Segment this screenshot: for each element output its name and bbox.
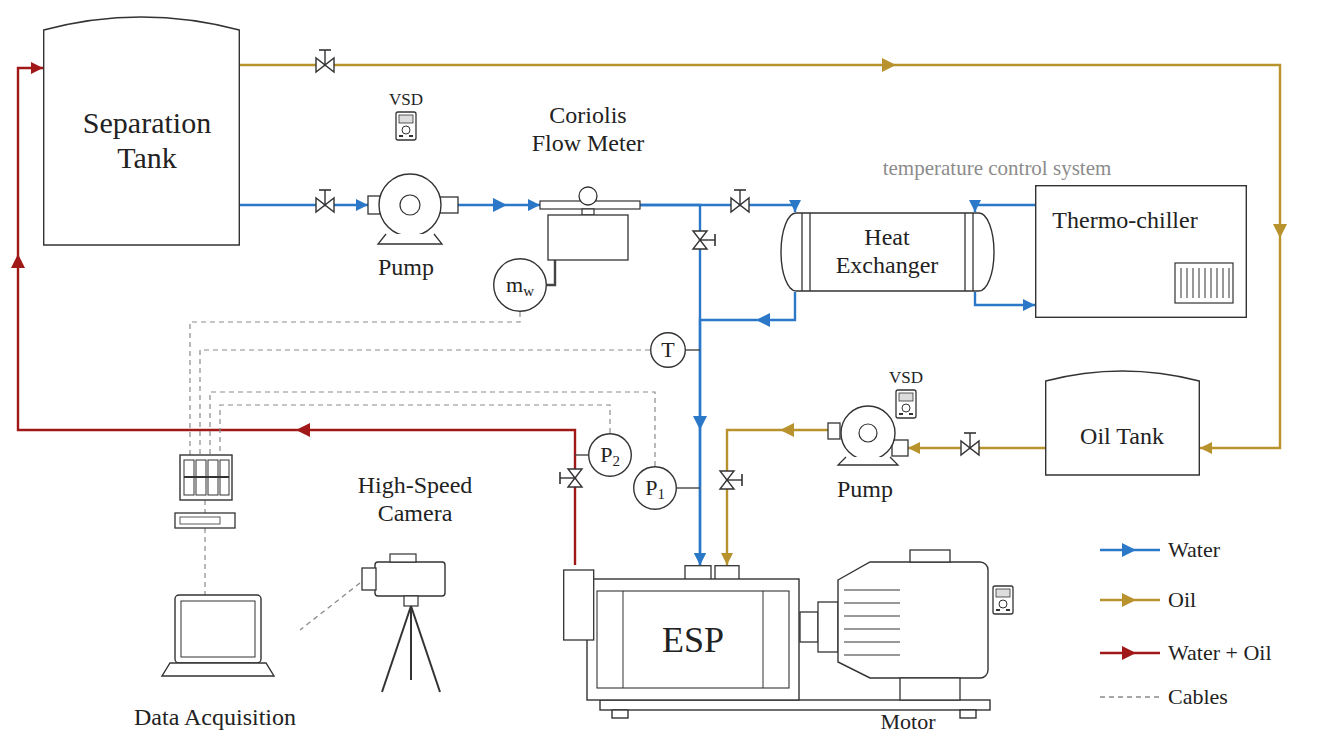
sensor-circle: P1	[633, 466, 677, 510]
node-label: Heat Exchanger	[817, 224, 957, 279]
high-speed-camera: High-Speed Camera	[360, 470, 475, 695]
vsd-icons	[396, 112, 1013, 614]
node-label: Coriolis Flow Meter	[523, 102, 653, 157]
esp-pump: ESP	[563, 565, 800, 700]
legend-samples	[1100, 543, 1160, 697]
oil-tank: Oil Tank	[1045, 365, 1200, 475]
sensor-circle: mw	[493, 258, 547, 312]
pipe-line	[547, 260, 555, 285]
node-label: P1	[636, 475, 674, 500]
cables	[190, 312, 655, 595]
oil-tank-outline	[1045, 365, 1200, 475]
pipe-line	[700, 292, 795, 565]
group-label: temperature control system	[883, 156, 1112, 180]
legend-label: Cables	[1168, 684, 1228, 709]
legend-arrowhead	[1122, 543, 1136, 557]
sensor-stubs	[575, 350, 700, 488]
electric-motor: Motor	[800, 540, 990, 735]
cable-line	[300, 583, 360, 630]
heat-exchanger: Heat Exchanger	[780, 212, 995, 292]
vsd-label: VSD	[389, 90, 423, 110]
pipe-line	[727, 430, 828, 565]
laptop: Data Acquisition	[130, 590, 300, 735]
valves	[316, 50, 979, 489]
pipe-line	[240, 204, 368, 206]
node-label: Oil Tank	[1052, 423, 1192, 451]
sensor-circle: P2	[588, 433, 632, 477]
node-label: mw	[497, 272, 543, 297]
node-label: Motor	[858, 709, 958, 734]
pump: Pump	[368, 160, 458, 285]
pipe-line	[975, 205, 1035, 212]
pump: Pump	[828, 395, 908, 510]
pipe-line	[640, 205, 700, 565]
flow-meter: Coriolis Flow Meter	[540, 100, 640, 260]
node-label: T	[653, 337, 683, 362]
sensor-circle: T	[650, 332, 686, 368]
legend-label: Oil	[1168, 587, 1196, 612]
vsd-label: VSD	[889, 368, 923, 388]
thermo-chiller-outline	[1035, 185, 1247, 318]
separation-tank: Separation Tank	[43, 10, 240, 245]
legend-arrowhead	[1122, 593, 1136, 607]
legend-arrowhead	[1122, 646, 1136, 660]
node-label: Thermo-chiller	[1040, 207, 1210, 235]
legend-label: Water + Oil	[1168, 640, 1272, 665]
node-label: High-Speed Camera	[350, 472, 480, 527]
node-label: Pump	[361, 254, 451, 282]
legend-label: Water	[1168, 537, 1220, 562]
node-label: ESP	[633, 620, 753, 661]
pipe-line	[975, 292, 1035, 305]
node-label: Separation Tank	[62, 106, 232, 175]
thermo-chiller: Thermo-chiller	[1035, 185, 1247, 318]
node-label: P2	[591, 442, 629, 467]
electric-motor-outline	[800, 540, 990, 735]
node-label: Data Acquisition	[125, 704, 305, 732]
legend-sample	[1100, 696, 1160, 697]
daq-terminal	[175, 455, 235, 528]
node-label: Pump	[825, 476, 905, 504]
